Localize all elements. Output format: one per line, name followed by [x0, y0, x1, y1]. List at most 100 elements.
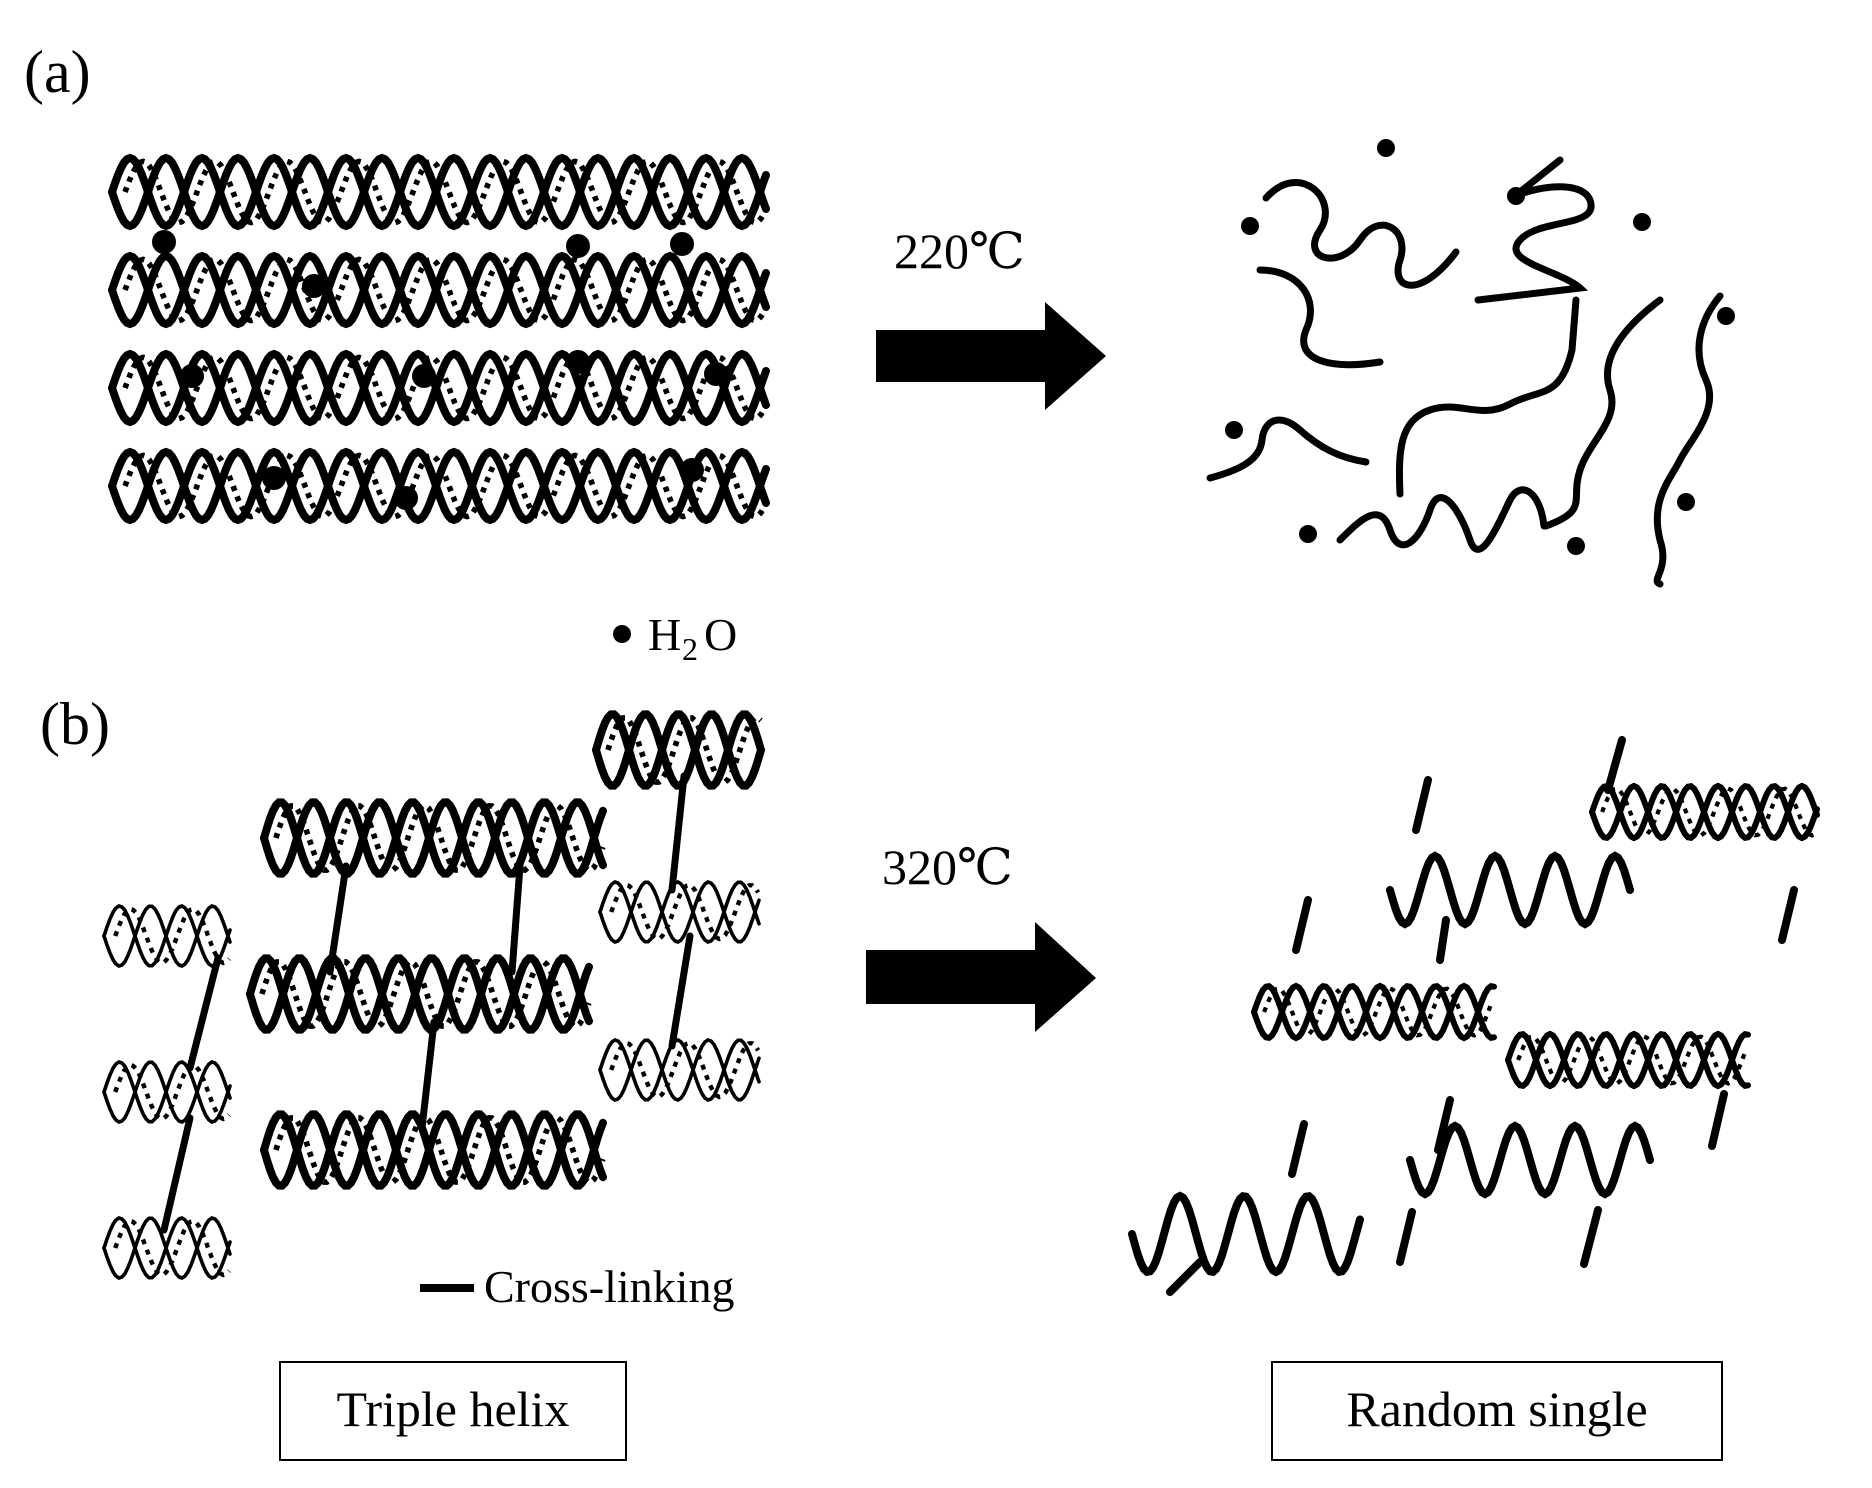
helix-strand: [246, 954, 593, 1034]
water-molecules-a: [152, 230, 728, 510]
cross-link: [508, 862, 524, 976]
broken-cross-link: [1434, 1096, 1454, 1154]
broken-cross-link: [1778, 886, 1798, 944]
helix-dotted-strand: [113, 1062, 231, 1122]
helix-dotted-strand: [122, 158, 770, 226]
random-coil-chain: [1336, 486, 1548, 553]
helix-dotted-strand: [122, 256, 770, 324]
water-molecules-released: [1225, 139, 1735, 555]
random-coil-chain: [1206, 416, 1370, 482]
cross-linking-legend-text: Cross-linking: [484, 1261, 734, 1312]
cross-link: [418, 1018, 438, 1132]
broken-cross-link: [1708, 1090, 1728, 1150]
broken-cross-link: [1604, 736, 1626, 794]
random-coil-chain: [1653, 292, 1724, 588]
water-dot: [566, 350, 590, 374]
water-dot: [1567, 537, 1585, 555]
panel-b-label: (b): [40, 691, 110, 757]
arrow-b: [866, 922, 1096, 1032]
helix-strand: [592, 710, 765, 790]
water-dot: [1677, 493, 1695, 511]
random-coil-chain: [1542, 296, 1664, 530]
helix-dotted-strand: [122, 452, 770, 520]
water-dot: [1299, 525, 1317, 543]
helix-strand: [598, 880, 761, 944]
water-dot: [1225, 421, 1243, 439]
cross-link: [668, 772, 688, 894]
helix-strand: [108, 153, 770, 231]
helix-dotted-strand: [1262, 986, 1495, 1038]
h2o-legend-o: O: [704, 609, 737, 660]
cross-linked-triple-helix-network: [102, 710, 765, 1280]
helix-strand: [260, 1110, 607, 1190]
helix-strand: [1251, 982, 1497, 1042]
arrow-a: [876, 302, 1106, 410]
water-dot: [704, 362, 728, 386]
helix-dotted-strand: [113, 1218, 231, 1278]
water-dot: [680, 458, 704, 482]
h2o-legend-dot: [613, 625, 631, 643]
random-single-chains-a: [1206, 156, 1724, 588]
cross-link: [326, 862, 350, 976]
caption-triple-helix-box: [279, 1361, 627, 1461]
h2o-legend-subscript: 2: [682, 631, 698, 667]
broken-cross-link: [1580, 1206, 1602, 1268]
water-dot: [670, 232, 694, 256]
caption-random-single-box: [1271, 1361, 1723, 1461]
helix-dotted-strand: [122, 354, 770, 422]
helix-strand: [260, 1110, 607, 1190]
cross-link: [186, 954, 222, 1072]
water-dot: [152, 230, 176, 254]
helix-strand: [1505, 1030, 1751, 1090]
random-coil-chain: [1262, 179, 1460, 289]
broken-cross-link: [1412, 776, 1432, 834]
single-chain-fragment: [1386, 851, 1634, 929]
helix-strand: [1251, 982, 1497, 1042]
helix-strand: [102, 1060, 232, 1124]
helix-strand: [1589, 782, 1820, 842]
helix-dotted-strand: [1600, 786, 1816, 838]
helix-strand: [260, 798, 607, 878]
water-dot: [1633, 213, 1651, 231]
helix-strand: [598, 1038, 761, 1102]
water-dot: [1241, 217, 1259, 235]
helix-strand: [108, 349, 770, 427]
triple-helix-bundle-a: [108, 153, 770, 525]
cross-links-b: [160, 772, 694, 1234]
broken-cross-link: [1166, 1258, 1204, 1296]
water-dot: [302, 274, 326, 298]
single-chain-fragment: [1406, 1121, 1654, 1199]
helix-strand: [102, 1216, 232, 1280]
random-coil-chain: [1395, 296, 1580, 498]
caption-triple-helix: Triple helix: [279, 1361, 627, 1461]
caption-triple-helix-text: Triple helix: [337, 1381, 570, 1437]
helix-strand: [598, 1038, 761, 1102]
cross-linking-legend: Cross-linking: [420, 1261, 734, 1312]
single-chain-fragment: [1128, 1191, 1364, 1277]
temperature-a: 220℃: [894, 223, 1025, 279]
temperature-b: 320℃: [882, 839, 1013, 895]
water-dot: [1717, 307, 1735, 325]
broken-cross-link: [1288, 1120, 1308, 1178]
cross-link: [668, 932, 694, 1050]
helix-strand: [1505, 1030, 1751, 1090]
caption-random-single: Random single: [1271, 1361, 1723, 1461]
random-coil-chain: [1474, 156, 1595, 304]
random-single-fragments-b: [1128, 736, 1820, 1296]
water-dot: [1377, 139, 1395, 157]
caption-random-single-text: Random single: [1346, 1381, 1647, 1437]
water-dot: [394, 486, 418, 510]
helix-strand: [598, 880, 761, 944]
water-dot: [566, 234, 590, 258]
helix-dotted-strand: [113, 906, 231, 966]
helix-strand: [108, 447, 770, 525]
helix-strand: [246, 954, 593, 1034]
random-coil-chain: [1256, 266, 1384, 369]
helix-dotted-strand: [605, 715, 763, 785]
water-dot: [412, 364, 436, 388]
water-dot: [262, 466, 286, 490]
broken-cross-link: [1396, 1208, 1416, 1266]
broken-cross-link: [1292, 896, 1312, 954]
water-dot: [180, 364, 204, 388]
